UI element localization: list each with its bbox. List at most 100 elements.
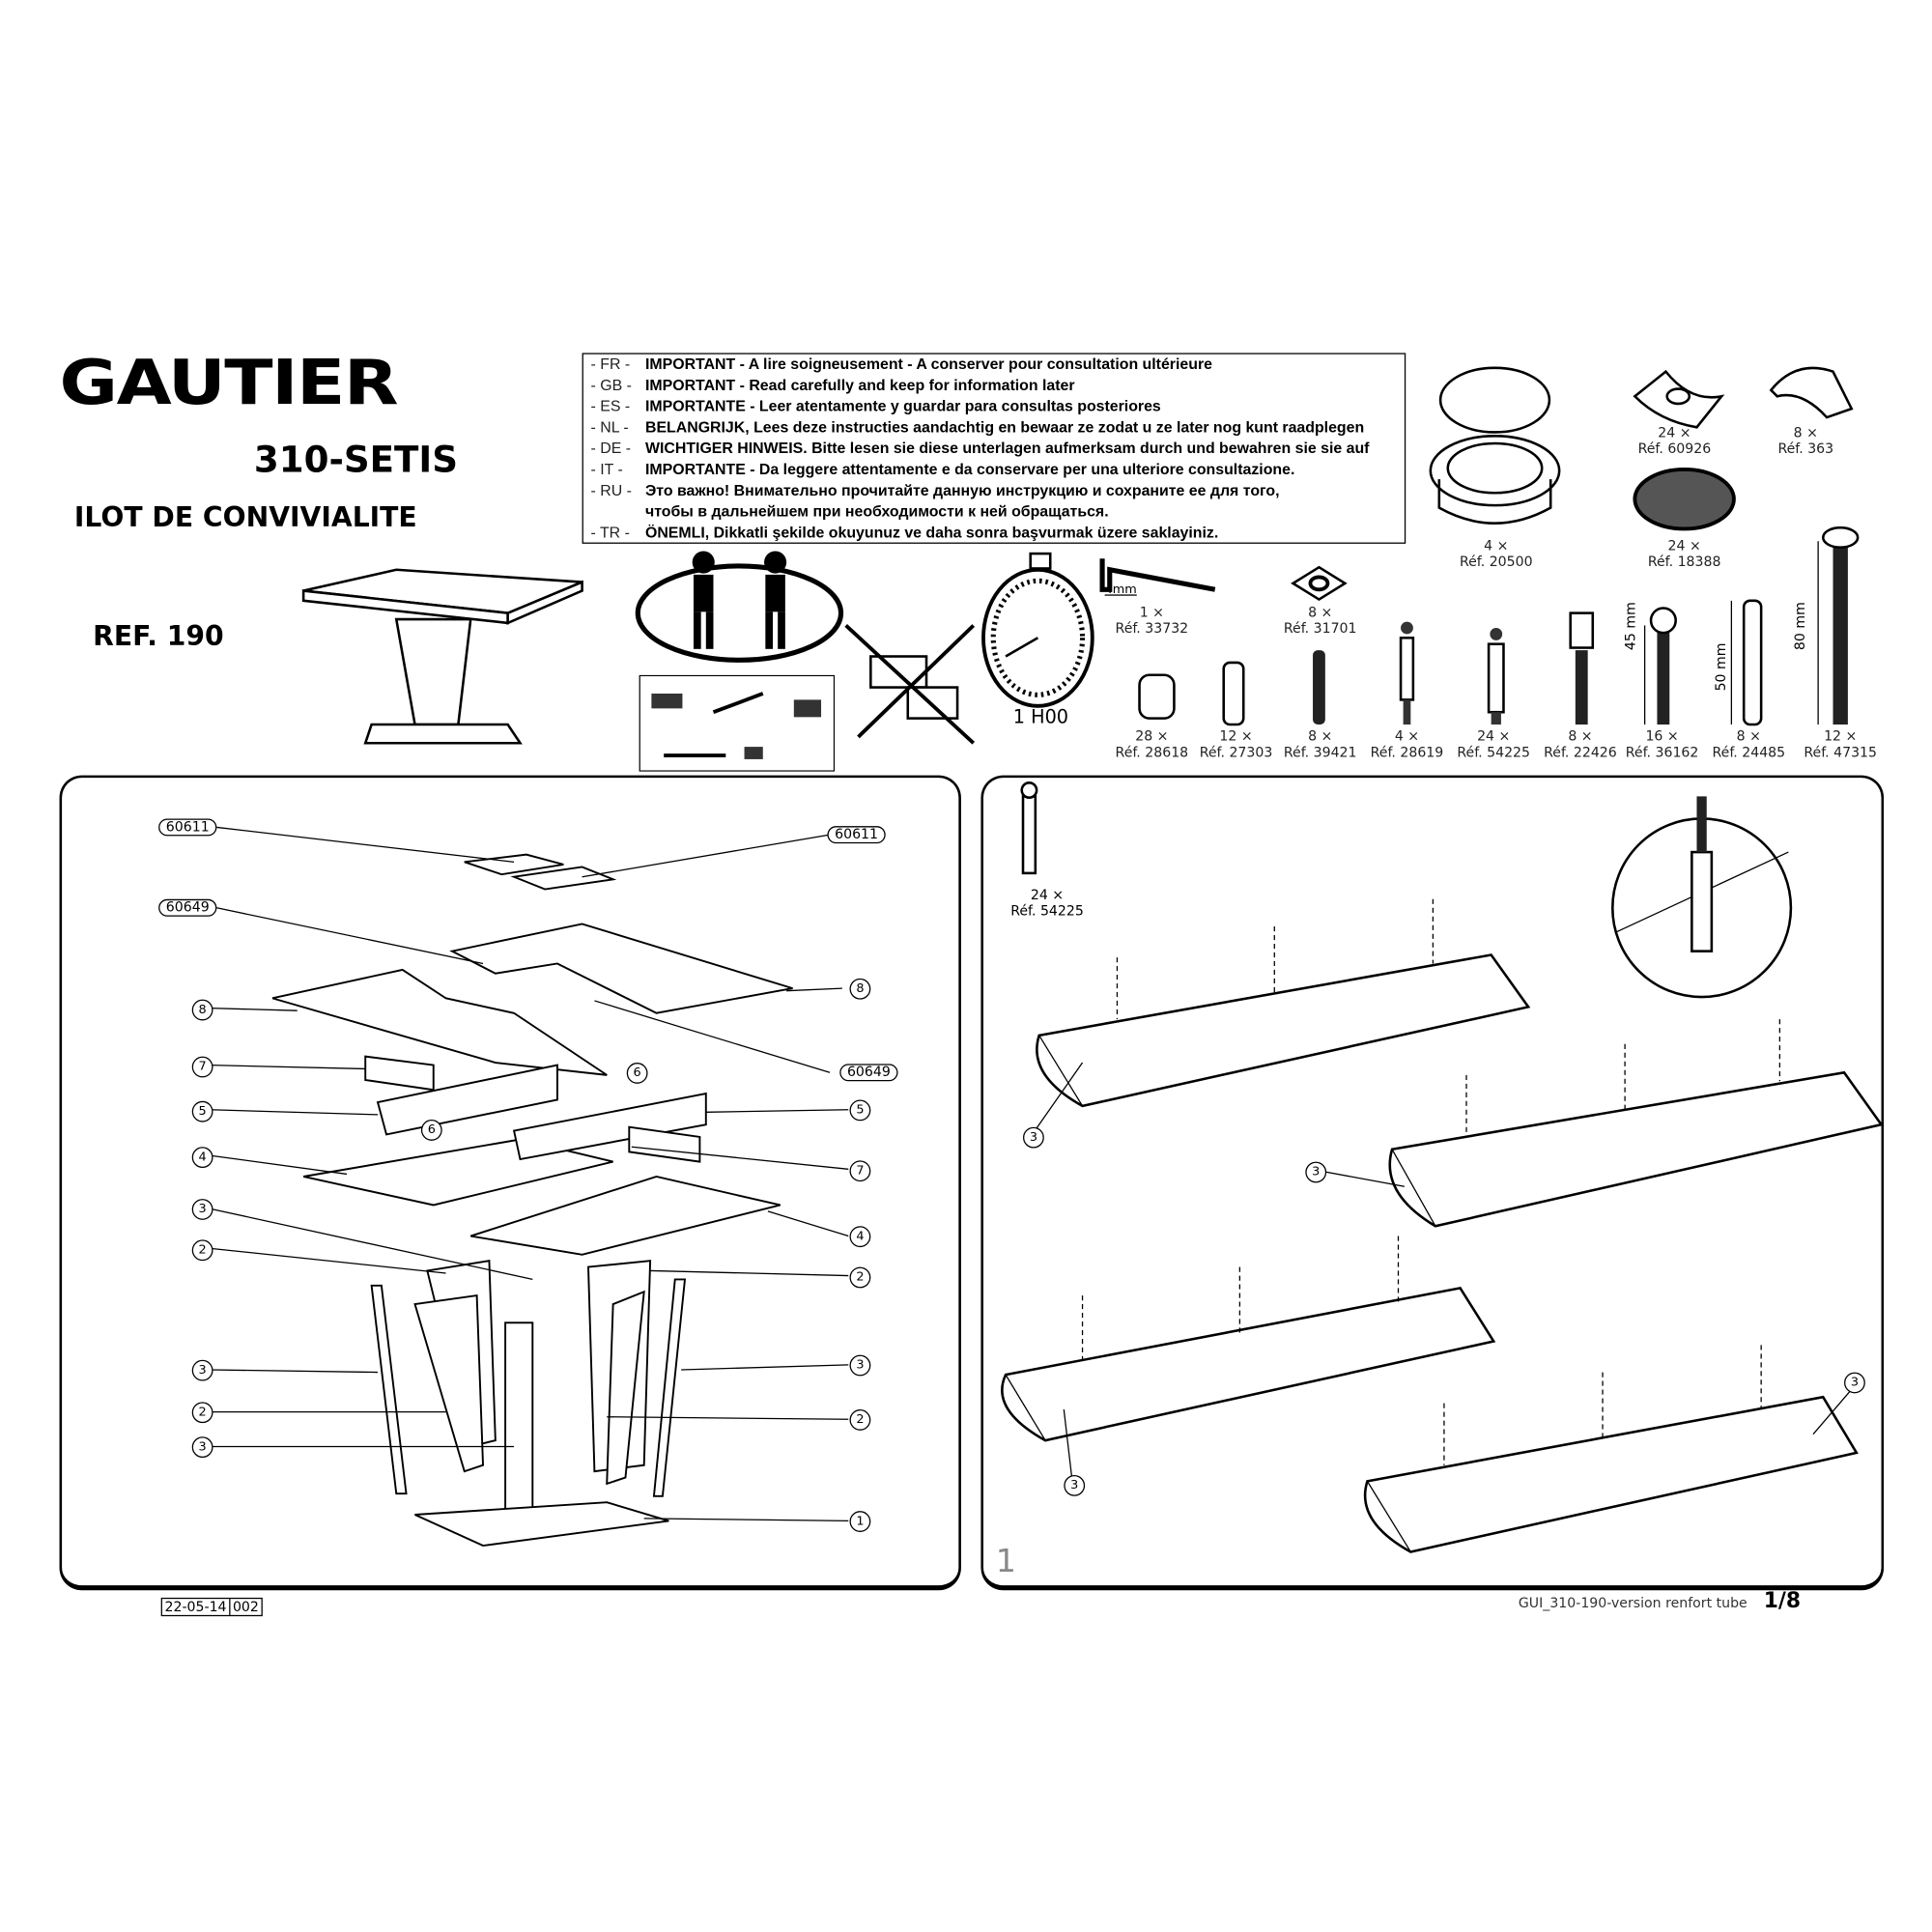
tools-required-icon: [639, 674, 836, 772]
hardware-qty: 8 ×: [1736, 727, 1761, 745]
hardware-qty: 12 ×: [1824, 727, 1858, 745]
warning-line: чтобы в дальнейшем при необходимости к н…: [591, 501, 1405, 523]
hardware-ref: Réf. 60926: [1637, 440, 1712, 458]
part-number: 3: [191, 1436, 213, 1459]
stopwatch-icon: [981, 552, 1094, 708]
warning-line: - DE -WICHTIGER HINWEIS. Bitte lesen sie…: [591, 439, 1405, 460]
warning-line: - NL - BELANGRIJK, Lees deze instructies …: [591, 417, 1405, 439]
part-number: 3: [1064, 1474, 1086, 1496]
warning-line: - TR - ÖNEMLI, Dikkatli şekilde okuyunuz …: [590, 523, 1405, 543]
warning-text: BELANGRIJK, Lees deze instructies aandac…: [644, 418, 1365, 437]
hardware-item-label: 12 ×Réf. 27303: [1186, 728, 1286, 760]
part-number: 6: [626, 1063, 648, 1084]
page-number: 1/8: [1763, 1588, 1802, 1614]
hardware-item-label: 16 ×Réf. 36162: [1612, 728, 1712, 760]
language-code: - FR -: [590, 355, 631, 373]
hardware-qty: 24 ×: [1658, 424, 1691, 441]
hardware-item-label: 28 ×Réf. 28618: [1102, 728, 1202, 760]
beam-assembly-drawing: [1001, 781, 1882, 1553]
language-code: - NL -: [590, 418, 629, 437]
part-number: 2: [849, 1409, 871, 1431]
hinge-plate-icon: [1291, 565, 1348, 602]
hardware-ref: Réf. 20500: [1459, 554, 1533, 570]
language-code: - ES -: [590, 397, 631, 415]
revision-date: 22-05-14: [162, 1599, 231, 1615]
part-ref-callout: 60611: [827, 826, 886, 844]
hardware-qty: 28 ×: [1135, 727, 1169, 745]
language-code: - IT -: [590, 460, 623, 478]
dimension-80mm: 80 mm: [1792, 602, 1808, 651]
hardware-ref: Réf. 22426: [1544, 744, 1617, 761]
part-number: 3: [1023, 1126, 1044, 1149]
hardware-qty: 12 ×: [1219, 727, 1253, 745]
language-code: - TR -: [590, 524, 630, 542]
hardware-ref: Réf. 28619: [1370, 744, 1444, 761]
part-number: 4: [849, 1226, 871, 1248]
hardware-qty: 4 ×: [1394, 727, 1420, 745]
dimension-50mm: 50 mm: [1713, 642, 1729, 692]
language-code: - GB -: [590, 376, 632, 394]
part-ref-callout: 60649: [839, 1064, 898, 1082]
warning-text: IMPORTANTE - Da leggere attentamente e d…: [644, 460, 1295, 478]
revision-code: 002: [232, 1599, 259, 1615]
warning-text: IMPORTANT - A lire soigneusement - A con…: [644, 355, 1212, 373]
allen-key-icon: [1099, 558, 1216, 592]
product-name: ILOT DE CONVIVIALITE: [73, 502, 417, 534]
product-reference: REF. 190: [93, 621, 224, 653]
hardware-ref: Réf. 47315: [1804, 744, 1878, 761]
hardware-item-label: 8 ×Réf. 39421: [1270, 728, 1370, 760]
part-number: 7: [849, 1160, 871, 1182]
hardware-qty: 1 ×: [1139, 604, 1164, 621]
safety-warnings: - FR - IMPORTANT - A lire soigneusement -…: [582, 353, 1406, 544]
hardware-ref: Réf. 363: [1777, 440, 1834, 458]
hardware-ref: Réf. 33732: [1115, 620, 1189, 637]
hardware-ref: Réf. 36162: [1625, 744, 1699, 761]
part-ref-callout: 60611: [158, 818, 217, 837]
part-number: 2: [849, 1266, 871, 1289]
part-number: 3: [191, 1199, 213, 1220]
part-quantity-label: 24 ×Réf. 54225: [1010, 887, 1084, 919]
part-number: 6: [420, 1120, 442, 1141]
part-number: 1: [849, 1511, 871, 1532]
fastener-illustrations: [1138, 526, 1860, 726]
warning-line: - ES -IMPORTANTE - Leer atentamente y gu…: [591, 396, 1405, 417]
part-number: 3: [849, 1354, 871, 1377]
warning-text: IMPORTANT - Read carefully and keep for …: [644, 376, 1075, 394]
hardware-item-label: 24 ×Réf. 60926: [1625, 425, 1724, 457]
part-number: 5: [849, 1099, 871, 1122]
warning-text: ÖNEMLI, Dikkatli şekilde okuyunuz ve dah…: [644, 524, 1219, 542]
hardware-qty: 8 ×: [1793, 424, 1818, 441]
dimension-45mm: 45 mm: [1622, 602, 1639, 651]
hardware-qty: 16 ×: [1645, 727, 1679, 745]
hardware-item-label: 8 ×Réf. 22426: [1531, 728, 1631, 760]
part-number: 8: [849, 978, 871, 1000]
hardware-item-label: 24 ×Réf. 18388: [1634, 537, 1734, 569]
hardware-ref: Réf. 54225: [1457, 744, 1531, 761]
exploded-view-panel: 60611 60611 60649 60649 8 7 5 6 4 3 2 3 …: [59, 775, 961, 1591]
part-number: 4: [191, 1147, 213, 1169]
warning-text: Это важно! Внимательно прочитайте данную…: [644, 481, 1280, 499]
language-code: - DE -: [590, 440, 632, 458]
hardware-ref: Réf. 31701: [1283, 620, 1357, 637]
part-number: 8: [191, 999, 213, 1021]
brand-logo: GAUTIER: [59, 346, 399, 419]
hardware-item-label: 1 ×Réf. 33732: [1102, 605, 1202, 637]
hardware-ref: Réf. 18388: [1647, 554, 1721, 570]
hardware-item-label: 8 ×Réf. 24485: [1699, 728, 1799, 760]
two-persons-icon: [635, 551, 844, 663]
document-name: GUI_310-190-version renfort tube: [1518, 1595, 1747, 1612]
hardware-item-label: 12 ×Réf. 47315: [1791, 728, 1890, 760]
exploded-table-drawing: [210, 826, 849, 1548]
product-thumbnail: [301, 568, 583, 745]
part-number: 3: [1844, 1372, 1865, 1394]
hardware-item-label: 8 ×Réf. 363: [1756, 425, 1856, 457]
part-number: 5: [191, 1100, 213, 1122]
warning-text: чтобы в дальнейшем при необходимости к н…: [644, 502, 1109, 521]
part-qty: 24 ×: [1030, 886, 1065, 903]
hardware-qty: 24 ×: [1477, 727, 1511, 745]
warning-line: - FR - IMPORTANT - A lire soigneusement -…: [591, 355, 1405, 376]
part-number: 2: [191, 1239, 213, 1262]
hardware-item-label: 24 ×Réf. 54225: [1444, 728, 1544, 760]
part-number: 2: [191, 1402, 213, 1424]
hardware-item-label: 4 ×Réf. 28619: [1357, 728, 1457, 760]
